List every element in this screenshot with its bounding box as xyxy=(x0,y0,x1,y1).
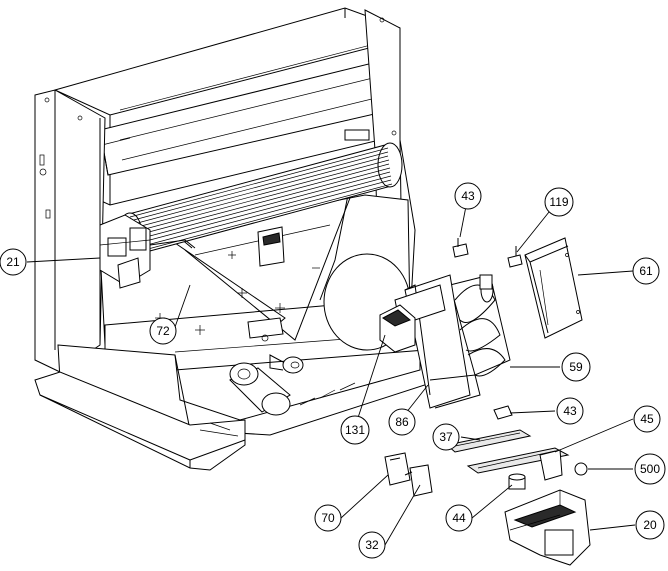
part-43-top xyxy=(452,238,469,258)
callout-20: 20 xyxy=(635,510,665,540)
callout-label: 86 xyxy=(395,415,409,429)
callout-label: 131 xyxy=(345,423,365,437)
callout-label: 119 xyxy=(549,195,568,209)
callout-label: 44 xyxy=(452,511,466,525)
part-131 xyxy=(379,304,416,353)
part-119 xyxy=(507,246,523,268)
callout-44: 44 xyxy=(445,504,473,532)
plate-part-45 xyxy=(466,447,570,481)
callout-45: 45 xyxy=(633,405,661,433)
callout-label: 43 xyxy=(461,189,475,203)
callout-86: 86 xyxy=(388,408,416,436)
part-44 xyxy=(508,473,526,490)
callout-label: 72 xyxy=(156,324,170,338)
part-43-bottom xyxy=(493,405,513,420)
callout-label: 20 xyxy=(643,518,657,532)
callout-37: 37 xyxy=(432,423,460,451)
callout-70: 70 xyxy=(314,504,342,532)
main-housing xyxy=(34,7,441,471)
callout-label: 43 xyxy=(563,404,577,418)
callout-label: 37 xyxy=(439,430,453,444)
panel-part-61 xyxy=(524,237,583,339)
part-500 xyxy=(574,462,588,476)
callout-59: 59 xyxy=(561,352,591,382)
callout-61: 61 xyxy=(632,257,660,285)
callout-label: 61 xyxy=(639,264,653,278)
auger-part-59 xyxy=(449,274,511,377)
callout-label: 45 xyxy=(640,412,654,426)
bracket-part-72 xyxy=(149,239,196,249)
callout-21: 21 xyxy=(0,248,27,276)
plate-part-37 xyxy=(445,429,532,453)
callout-label: 32 xyxy=(365,538,379,552)
callout-32: 32 xyxy=(358,531,386,559)
bracket-part-70 xyxy=(384,452,411,486)
callout-label: 21 xyxy=(6,255,20,269)
callout-72: 72 xyxy=(149,317,177,345)
callout-43-top: 43 xyxy=(454,182,482,210)
callout-500: 500 xyxy=(634,453,666,485)
callout-131: 131 xyxy=(340,415,370,445)
bracket-part-32 xyxy=(404,464,433,497)
gearmotor-part-20 xyxy=(504,489,591,566)
callout-label: 70 xyxy=(321,511,335,525)
callout-label: 59 xyxy=(569,360,583,374)
callout-43-bottom: 43 xyxy=(556,397,584,425)
motor-part-21 xyxy=(99,214,151,289)
callout-label: 500 xyxy=(640,462,660,476)
callout-119: 119 xyxy=(544,187,574,217)
